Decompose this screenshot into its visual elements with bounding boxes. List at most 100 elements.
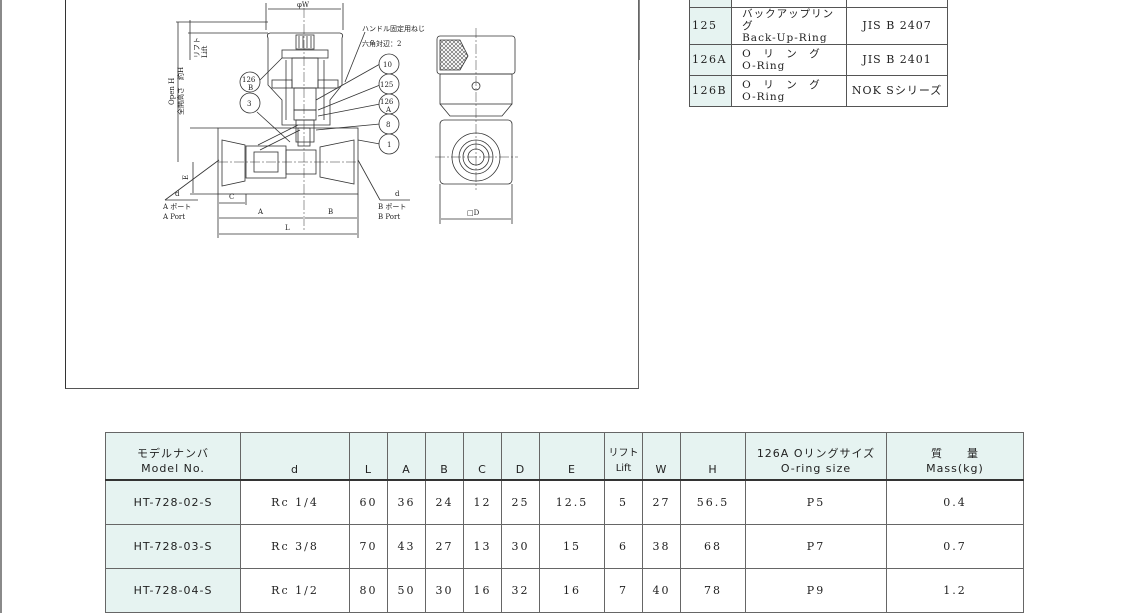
part-number: 126A (688, 44, 733, 76)
b-port-jp-label: B ポート (378, 203, 406, 211)
cell-l: 80 (349, 568, 388, 613)
balloon-126b (239, 71, 261, 93)
part-name: O リ ン グ O-Ring (731, 75, 848, 107)
cell-mass: 1.2 (886, 568, 1024, 613)
parts-row: 125 バックアップリング Back-Up-Ring JIS B 2407 (688, 7, 949, 45)
cell-lift: 7 (604, 568, 643, 613)
cell-h: 56.5 (680, 479, 746, 525)
part-standard: JIS B 2407 (846, 7, 949, 45)
part-number: 126B (688, 75, 733, 107)
table-row: HT-728-04-S Rc 1/2 80 50 30 16 32 16 7 4… (105, 568, 1024, 613)
hex-across-label: 六角対辺：2 (362, 39, 401, 48)
cell-oring: P7 (745, 524, 887, 569)
table-row: HT-728-02-S Rc 1/4 60 36 24 12 25 12.5 5… (105, 479, 1024, 525)
cell-d: Rc 1/4 (240, 479, 350, 525)
b-dim-label: B (328, 208, 333, 216)
cell-h: 68 (680, 524, 746, 569)
parts-table: 125 バックアップリング Back-Up-Ring JIS B 2407 12… (688, 0, 949, 107)
header-c: C (463, 432, 502, 481)
svg-text:8: 8 (386, 121, 390, 129)
spec-table: モデルナンバ Model No. d L A B C D E リフト Lift … (105, 432, 1024, 613)
cell-a: 43 (387, 524, 426, 569)
b-port-en-label: B Port (378, 213, 400, 221)
header-h: H (680, 432, 746, 481)
cell-c: 16 (463, 568, 502, 613)
parts-row: 126A O リ ン グ O-Ring JIS B 2401 (688, 44, 949, 76)
a-port-jp-label: A ポート (162, 203, 191, 211)
a-dim-label: A (257, 208, 264, 216)
cell-w: 27 (642, 479, 681, 525)
square-d-label: □D (467, 209, 480, 217)
svg-text:B: B (248, 84, 253, 92)
cell-w: 38 (642, 524, 681, 569)
cell-a: 50 (387, 568, 426, 613)
cell-e: 15 (539, 524, 605, 569)
part-name: バックアップリング Back-Up-Ring (731, 7, 848, 45)
part-standard: JIS B 2401 (846, 44, 949, 76)
svg-text:10: 10 (383, 61, 392, 69)
cell-e: 12.5 (539, 479, 605, 525)
cell-d: Rc 3/8 (240, 524, 350, 569)
balloon-3 (239, 92, 261, 114)
cell-model: HT-728-03-S (105, 524, 241, 569)
cell-c: 12 (463, 479, 502, 525)
header-mass: 質 量 Mass(kg) (886, 432, 1024, 481)
cell-d-dim: 30 (501, 524, 540, 569)
svg-text:1: 1 (387, 141, 391, 149)
cell-e: 16 (539, 568, 605, 613)
cell-a: 36 (387, 479, 426, 525)
cell-model: HT-728-04-S (105, 568, 241, 613)
spec-header-row: モデルナンバ Model No. d L A B C D E リフト Lift … (105, 432, 1024, 481)
header-lift: リフト Lift (604, 432, 643, 481)
header-a: A (387, 432, 426, 481)
svg-text:A: A (385, 106, 392, 114)
cell-mass: 0.4 (886, 479, 1024, 525)
part-name: O リ ン グ O-Ring (731, 44, 848, 76)
part-number: 125 (688, 7, 733, 45)
cell-oring: P5 (745, 479, 887, 525)
part-standard: NOK Sシリーズ (846, 75, 949, 107)
parts-row-cut (688, 0, 949, 8)
cell-model: HT-728-02-S (105, 479, 241, 525)
svg-text:126: 126 (380, 98, 394, 106)
cell-mass: 0.7 (886, 524, 1024, 569)
header-oring-size: 126A Oリングサイズ O-ring size (745, 432, 887, 481)
balloon-1 (378, 133, 400, 155)
c-dim-label: C (229, 193, 234, 201)
cell-lift: 5 (604, 479, 643, 525)
header-e: E (539, 432, 605, 481)
header-d-dim: D (501, 432, 540, 481)
cell-c: 13 (463, 524, 502, 569)
parts-row: 126B O リ ン グ O-Ring NOK Sシリーズ (688, 75, 949, 107)
d-right-label: d (395, 190, 400, 198)
lift-jp-label: リフト (193, 37, 201, 58)
open-h-jp-label: 全開高さ 約H (176, 67, 185, 115)
phi-w-label: φW (297, 1, 310, 9)
lift-en-label: Lift (201, 46, 209, 58)
l-dim-label: L (285, 224, 290, 232)
page-left-edge (0, 0, 2, 613)
cell-oring: P9 (745, 568, 887, 613)
header-d: d (240, 432, 350, 481)
handle-screw-label: ハンドル固定用ねじ (362, 24, 425, 33)
header-w: W (642, 432, 681, 481)
e-label: E (182, 175, 190, 180)
table-row: HT-728-03-S Rc 3/8 70 43 27 13 30 15 6 3… (105, 524, 1024, 569)
svg-text:126: 126 (242, 76, 256, 84)
a-port-en-label: A Port (162, 213, 185, 221)
cell-h: 78 (680, 568, 746, 613)
cell-b: 24 (425, 479, 464, 525)
d-left-label: d (175, 190, 180, 198)
header-b: B (425, 432, 464, 481)
cell-l: 60 (349, 479, 388, 525)
cell-b: 27 (425, 524, 464, 569)
cell-b: 30 (425, 568, 464, 613)
divider-line (639, 0, 640, 60)
valve-technical-drawing: φW ハンドル固定用ねじ 六角対辺：2 リフト Lift Open H 全開高さ… (162, 1, 518, 238)
drawing-frame (65, 0, 639, 389)
cell-l: 70 (349, 524, 388, 569)
svg-text:3: 3 (247, 100, 251, 108)
cell-w: 40 (642, 568, 681, 613)
open-h-label: Open H (168, 78, 176, 105)
cell-d-dim: 32 (501, 568, 540, 613)
